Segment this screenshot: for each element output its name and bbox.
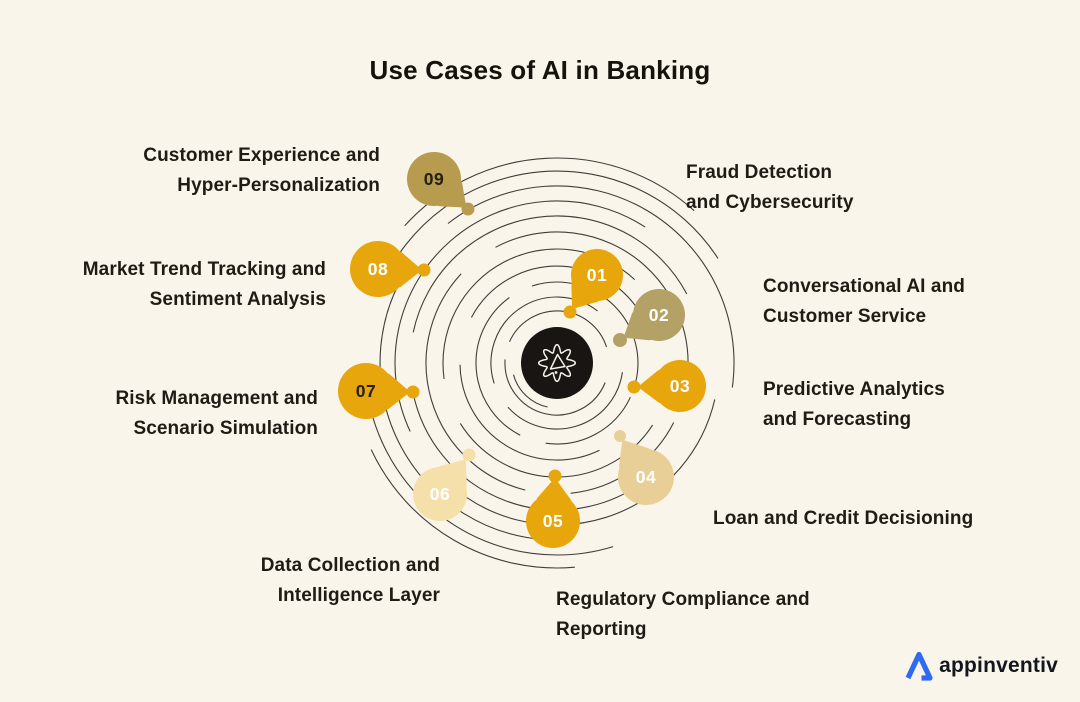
badge-number: 03 — [670, 376, 690, 396]
badge-circle — [654, 360, 706, 412]
label-02-conversational-ai: Conversational AI and Customer Service — [763, 276, 965, 327]
spiral-dot-07 — [406, 385, 420, 399]
badge-02: 02 — [613, 289, 685, 347]
page-title: Use Cases of AI in Banking — [369, 55, 711, 85]
logo-text: appinventiv — [939, 654, 1058, 677]
badge-number: 07 — [356, 381, 376, 401]
badge-09: 09 — [407, 152, 475, 216]
badge-circle — [338, 363, 394, 419]
badge-08: 08 — [350, 241, 431, 297]
badge-circle — [407, 152, 461, 206]
badge-circle — [350, 241, 406, 297]
label-03-predictive-analytics: Predictive Analytics and Forecasting — [763, 379, 945, 430]
label-09-customer-experience: Customer Experience and Hyper-Personaliz… — [143, 145, 380, 196]
label-05-regulatory-compliance: Regulatory Compliance and Reporting — [556, 589, 810, 640]
badge-01: 01 — [563, 249, 623, 319]
spiral-dot-02 — [613, 333, 627, 347]
badge-05: 05 — [526, 469, 580, 548]
center-circle — [521, 327, 593, 399]
spiral-dot-01 — [563, 305, 577, 319]
badge-circle — [618, 449, 674, 505]
spiral-dot-03 — [627, 380, 641, 394]
badge-number: 06 — [430, 484, 450, 504]
appinventiv-a-icon — [905, 651, 933, 681]
spiral-dot-06 — [462, 448, 476, 462]
spiral-dot-05 — [548, 469, 562, 483]
badge-04: 04 — [614, 430, 674, 505]
ai-gear-icon — [537, 343, 577, 383]
center-hub — [521, 327, 593, 399]
label-06-data-collection: Data Collection and Intelligence Layer — [260, 555, 440, 606]
spiral-dot-08 — [417, 263, 431, 277]
spiral-dot-04 — [614, 430, 626, 442]
badge-number: 09 — [424, 169, 444, 189]
badge-number: 01 — [587, 265, 607, 285]
label-01-fraud-detection: Fraud Detection and Cybersecurity — [686, 162, 854, 213]
badge-circle — [633, 289, 685, 341]
badge-07: 07 — [338, 363, 420, 419]
label-08-market-trend: Market Trend Tracking and Sentiment Anal… — [82, 259, 326, 310]
badge-number: 08 — [368, 259, 388, 279]
label-07-risk-management: Risk Management and Scenario Simulation — [115, 388, 318, 439]
label-04-loan-credit: Loan and Credit Decisioning — [713, 508, 974, 529]
badge-06: 06 — [413, 448, 476, 521]
badge-03: 03 — [627, 360, 706, 412]
badge-circle — [526, 494, 580, 548]
appinventiv-logo: appinventiv — [904, 650, 1058, 682]
badge-number: 05 — [543, 511, 563, 531]
badge-number: 02 — [649, 305, 669, 325]
badge-circle — [413, 467, 467, 521]
badge-number: 04 — [636, 467, 656, 487]
badge-circle — [571, 249, 623, 301]
